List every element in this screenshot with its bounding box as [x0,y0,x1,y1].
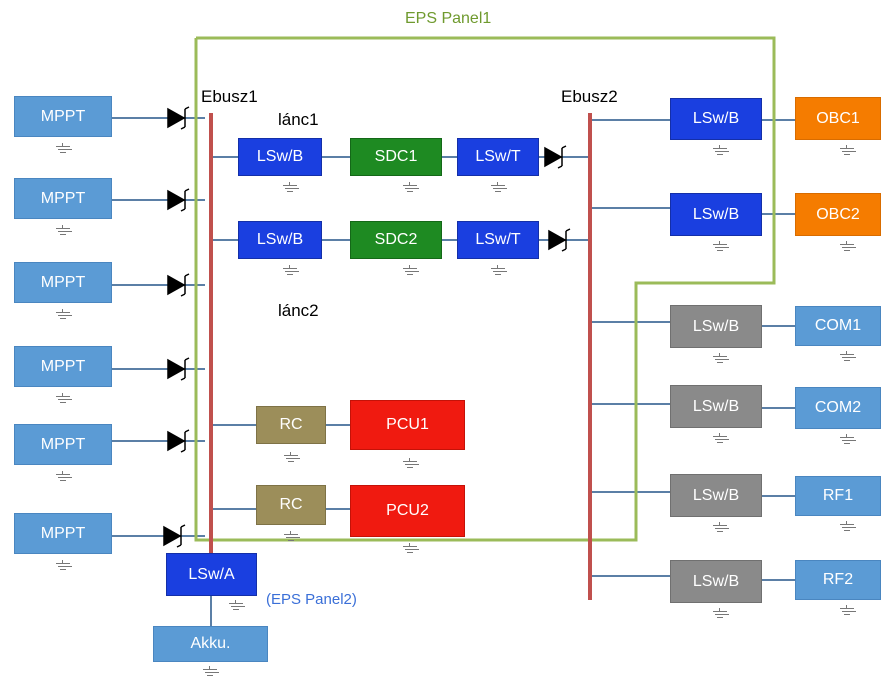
ground-icon [713,522,727,532]
chain2-lswb-box: LSw/B [238,221,322,259]
ground-icon [403,182,417,192]
ground-icon [56,471,70,481]
sdc1-box: SDC1 [350,138,442,176]
mppt-box: MPPT [14,513,112,554]
lanc1-label: lánc1 [278,110,319,129]
ground-icon [713,145,727,155]
panel1-border [194,36,776,542]
right-lswb-box: LSw/B [670,385,762,428]
ground-icon [284,452,298,462]
ground-icon [713,241,727,251]
ground-icon [403,458,417,468]
rc2-box: RC [256,485,326,525]
mppt-box: MPPT [14,346,112,387]
chain2-lswt-box: LSw/T [457,221,539,259]
lanc2-label: lánc2 [278,301,319,320]
pcu2-box: PCU2 [350,485,465,537]
ground-icon [56,309,70,319]
ground-icon [284,531,298,541]
ground-icon [56,560,70,570]
right-lswb-box: LSw/B [670,193,762,236]
akku-box: Akku. [153,626,268,662]
ground-icon [840,351,854,361]
rc1-box: RC [256,406,326,444]
ground-icon [713,608,727,618]
chain1-lswt-box: LSw/T [457,138,539,176]
right-lswb-box: LSw/B [670,305,762,348]
ebusz2-label: Ebusz2 [561,87,618,106]
ground-icon [203,666,217,676]
lswa-box: LSw/A [166,553,257,596]
ground-icon [229,600,243,610]
ground-icon [840,521,854,531]
ground-icon [840,605,854,615]
ground-icon [283,182,297,192]
ground-icon [403,265,417,275]
ground-icon [283,265,297,275]
mppt-box: MPPT [14,262,112,303]
panel1-label: EPS Panel1 [405,10,492,27]
ground-icon [840,241,854,251]
com2-box: COM2 [795,387,881,429]
ground-icon [840,145,854,155]
ebusz1-label: Ebusz1 [201,87,258,106]
obc1-box: OBC1 [795,97,881,140]
ground-icon [840,434,854,444]
mppt-box: MPPT [14,178,112,219]
ground-icon [713,353,727,363]
mppt-box: MPPT [14,424,112,465]
diodes [163,106,571,548]
com1-box: COM1 [795,306,881,346]
ground-icon [491,265,505,275]
right-lswb-box: LSw/B [670,560,762,603]
ground-icon [713,433,727,443]
right-lswb-box: LSw/B [670,98,762,140]
ground-icon [403,543,417,553]
chain1-lswb-box: LSw/B [238,138,322,176]
mppt-box: MPPT [14,96,112,137]
rf2-box: RF2 [795,560,881,600]
ground-icon [56,393,70,403]
right-lswb-box: LSw/B [670,474,762,517]
obc2-box: OBC2 [795,193,881,236]
ground-icon [491,182,505,192]
sdc2-box: SDC2 [350,221,442,259]
ground-icon [56,143,70,153]
ground-icon [56,225,70,235]
rf1-box: RF1 [795,476,881,516]
panel2-label: (EPS Panel2) [266,591,357,608]
pcu1-box: PCU1 [350,400,465,450]
